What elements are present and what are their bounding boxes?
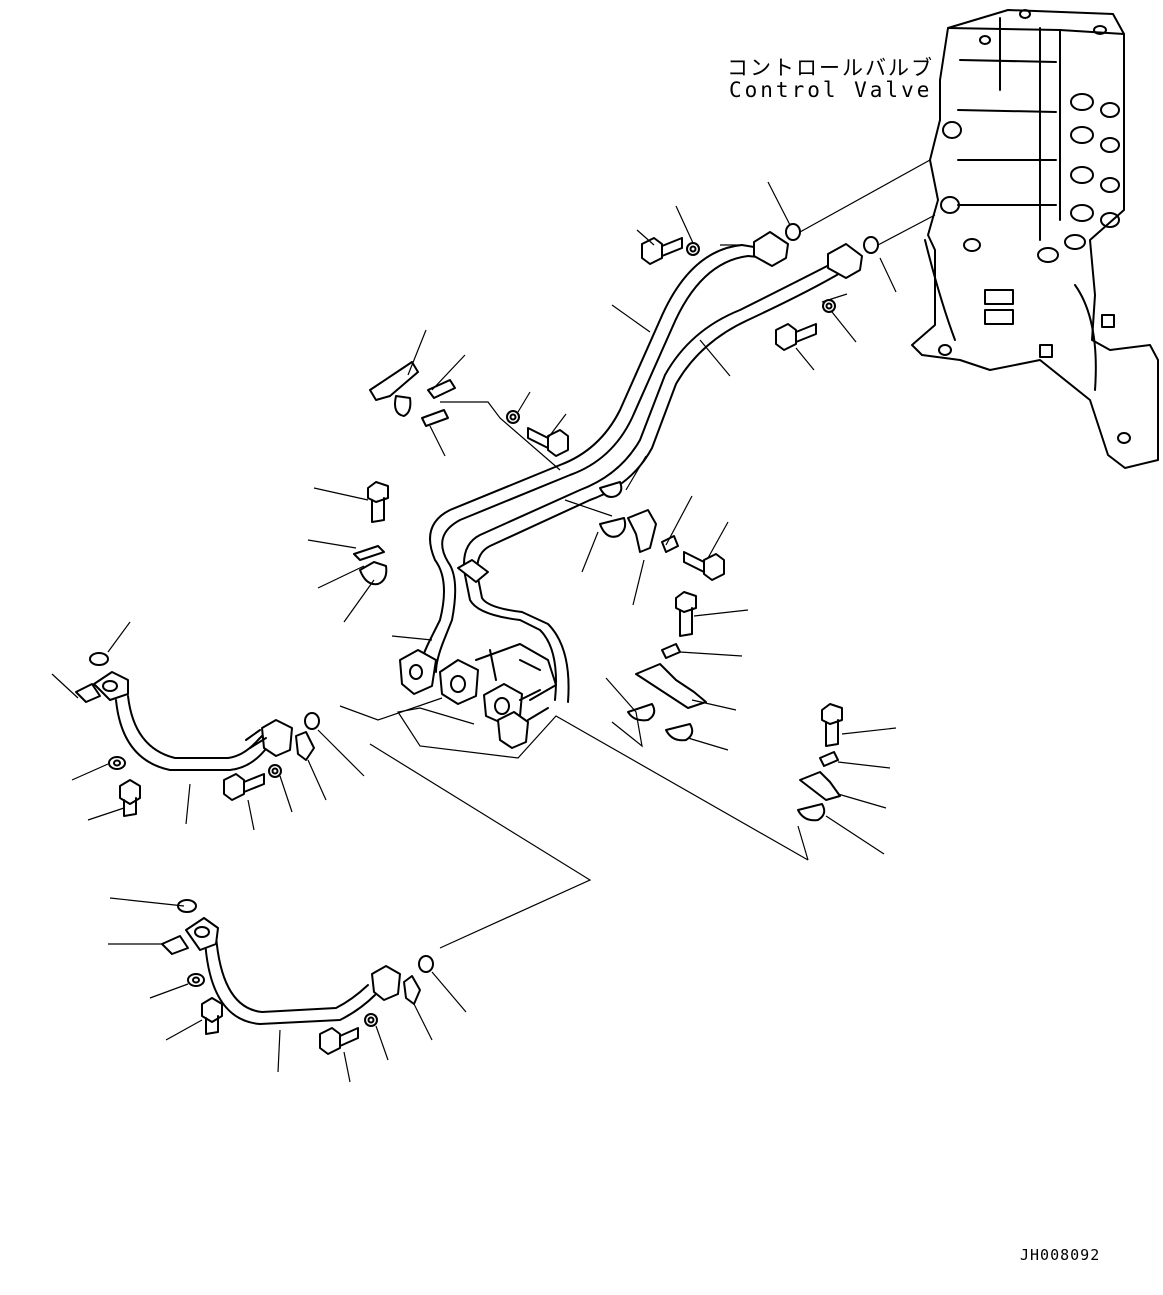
hose-assembly-lower xyxy=(185,917,401,1025)
control-valve xyxy=(911,9,1159,469)
washers xyxy=(108,242,836,1027)
hose-assembly-upper xyxy=(93,671,293,771)
flange-block-assembly xyxy=(399,643,557,749)
bolts xyxy=(119,237,843,1055)
o-rings xyxy=(89,223,879,973)
hydraulic-tube-pair xyxy=(419,231,863,703)
clamps xyxy=(75,361,841,1005)
drawing-number: JH008092 xyxy=(1020,1246,1101,1264)
control-valve-label-japanese: コントロールバルブ xyxy=(727,56,934,80)
leader-lines xyxy=(51,159,936,1083)
control-valve-label-english: Control Valve xyxy=(729,78,933,102)
